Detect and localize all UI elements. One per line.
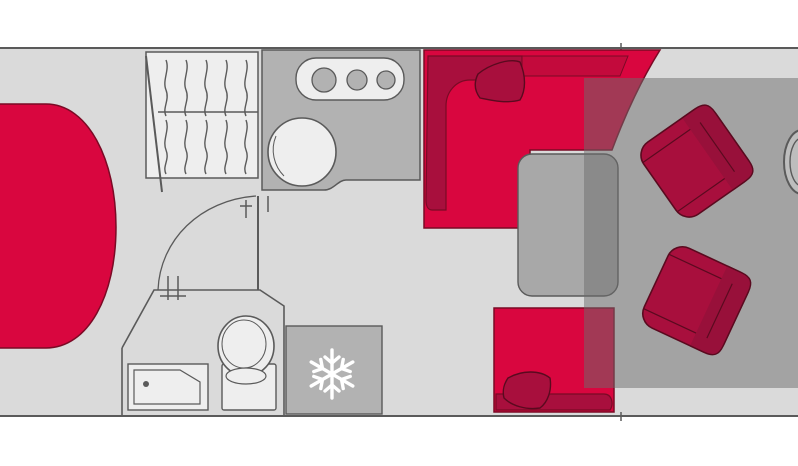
snowflake-icon [309, 348, 355, 400]
hob-burner-icon [346, 69, 368, 91]
kitchen [261, 49, 421, 191]
rear-bed [0, 103, 117, 349]
shower-drain-icon [143, 381, 149, 387]
shower-tray [127, 363, 209, 411]
steering-wheel-icon [783, 129, 798, 195]
hob-burner-icon [311, 67, 337, 93]
hob-burner-icon [376, 70, 396, 90]
bathroom-door [157, 195, 269, 300]
wardrobe [145, 51, 259, 193]
cushion-icon [474, 60, 526, 103]
bathroom [121, 289, 285, 416]
swivel-seat-passenger [641, 245, 752, 356]
sink [267, 117, 337, 187]
cushion-icon [502, 371, 552, 410]
fridge [285, 325, 383, 415]
swivel-seat-driver [640, 104, 754, 218]
